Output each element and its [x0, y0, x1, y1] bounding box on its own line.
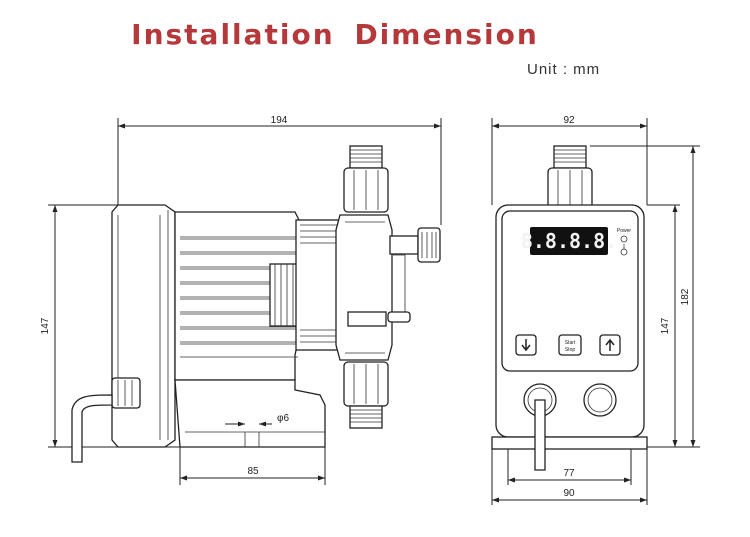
arrow-down-button[interactable] [515, 334, 537, 356]
front-view: 92 147 182 8.8.8.8. Power [491, 115, 700, 505]
dim-front-height-inner: 147 [660, 317, 671, 334]
page-title: Installation Dimension [131, 18, 539, 51]
unit-label: Unit : mm [527, 61, 601, 78]
arrow-up-icon [605, 338, 615, 351]
side-view: 194 147 [40, 115, 442, 485]
power-led-icon [620, 235, 628, 243]
dim-base-width: 90 [563, 488, 575, 499]
dim-base-hole-spacing: 77 [563, 468, 575, 479]
dim-front-height-total: 182 [680, 288, 691, 305]
dim-side-width: 194 [271, 115, 288, 126]
drain-outlet [583, 383, 617, 417]
start-stop-button[interactable]: Start Stop [558, 334, 582, 356]
dim-base-length: 85 [247, 466, 259, 477]
display-readout: 8.8.8.8. [521, 229, 617, 253]
start-stop-icon: Start [565, 340, 576, 346]
svg-text:Stop: Stop [565, 347, 576, 353]
power-label: Power [617, 228, 632, 234]
dim-hole-diameter: φ6 [277, 413, 289, 424]
arrow-down-icon [521, 339, 531, 352]
dim-front-width: 92 [563, 115, 575, 126]
arrow-up-button[interactable] [599, 334, 621, 356]
dim-side-height: 147 [40, 317, 51, 334]
